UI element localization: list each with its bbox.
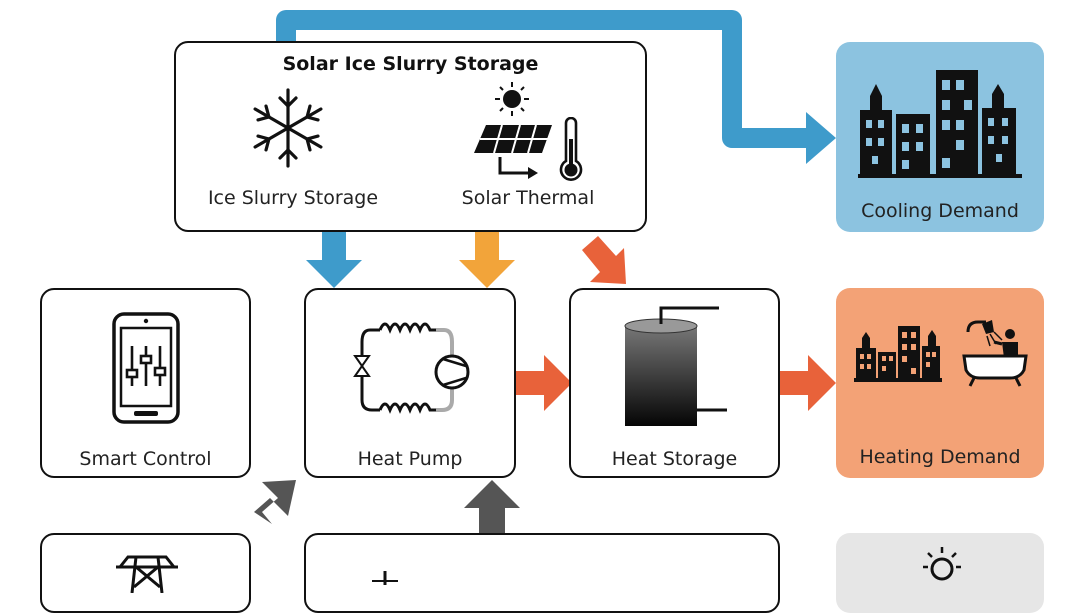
storage-to-heating-arrow	[780, 355, 836, 411]
grid-box	[40, 533, 251, 613]
heating-demand-box: Heating Demand	[836, 288, 1044, 478]
bathtub-shower-icon	[962, 320, 1028, 387]
grid-to-smartcontrol-arrow	[254, 480, 296, 524]
snowflake-icon	[253, 88, 323, 168]
small-city-icon	[854, 326, 942, 382]
light-bulb-icon	[923, 547, 961, 581]
solar-to-heatstorage-arrow	[582, 236, 626, 284]
cooling-supply-arrowhead	[806, 112, 836, 164]
solar-to-heatpump-arrow	[459, 232, 515, 288]
heat-storage-box: Heat Storage	[569, 288, 780, 478]
heat-pump-box: Heat Pump	[304, 288, 516, 478]
smart-control-label: Smart Control	[79, 448, 212, 470]
electricity-demand-box	[836, 533, 1044, 613]
heat-storage-label: Heat Storage	[611, 448, 738, 470]
solar-panel-icon	[474, 124, 552, 179]
power-pylon-icon	[116, 555, 178, 593]
solar-ice-slurry-storage-box: Solar Ice Slurry Storage Ice Slurry Stor…	[174, 41, 647, 232]
heating-demand-label: Heating Demand	[859, 446, 1021, 468]
cooling-demand-box: Cooling Demand	[836, 42, 1044, 232]
heat-pump-label: Heat Pump	[357, 448, 463, 470]
ice-to-heatpump-arrow	[306, 232, 362, 288]
cooling-supply-pipe	[276, 10, 806, 148]
solar-box-title: Solar Ice Slurry Storage	[282, 53, 539, 75]
heatpump-to-storage-arrow	[516, 355, 572, 411]
city-buildings-icon	[858, 70, 1022, 178]
heat-pump-cycle-icon	[353, 322, 470, 414]
solar-thermal-label: Solar Thermal	[461, 187, 595, 209]
ground-source-box	[304, 533, 780, 613]
sun-icon	[495, 82, 529, 116]
ice-slurry-label: Ice Slurry Storage	[207, 187, 379, 209]
storage-tank-icon	[624, 306, 727, 426]
smartphone-icon	[112, 312, 180, 424]
thermometer-icon	[559, 117, 583, 181]
ground-to-heatpump-arrow	[464, 480, 520, 536]
smart-control-box: Smart Control	[40, 288, 251, 478]
ground-probe-icon	[372, 571, 398, 585]
cooling-demand-label: Cooling Demand	[861, 200, 1019, 222]
